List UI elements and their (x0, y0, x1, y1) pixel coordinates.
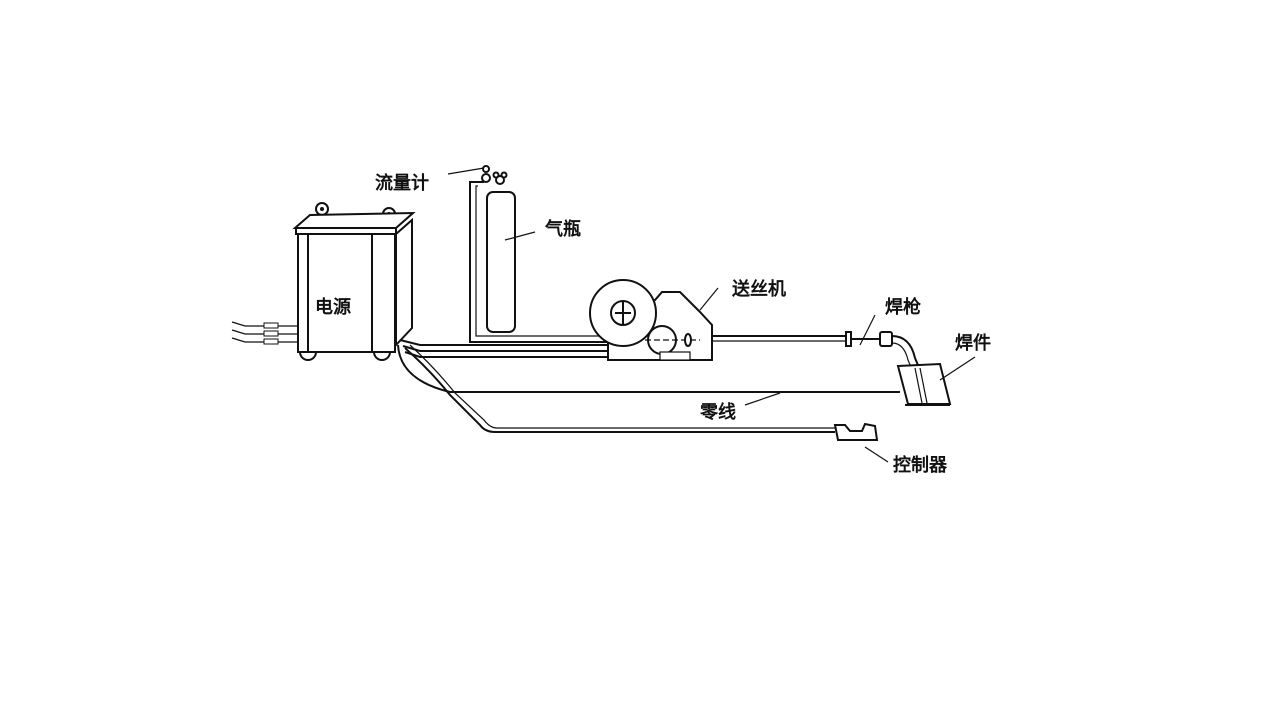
label-gas-cylinder: 气瓶 (544, 218, 581, 240)
workpiece: 焊件 (896, 332, 991, 406)
label-wire-feeder: 送丝机 (731, 278, 786, 300)
power-supply: 电源 (292, 202, 416, 361)
wire-feeder: 送丝机 (589, 278, 786, 361)
controller: 控制器 (404, 344, 948, 476)
flow-meter-dial (481, 173, 491, 183)
label-workpiece: 焊件 (955, 332, 991, 354)
welding-gun: 焊枪 (712, 296, 921, 373)
label-welding-gun: 焊枪 (885, 296, 921, 318)
label-controller: 控制器 (893, 454, 948, 476)
input-power-wires (231, 321, 298, 345)
gas-cylinder: 流量计 气瓶 (375, 165, 610, 343)
label-ground-wire: 零线 (699, 401, 736, 423)
label-flow-meter: 流量计 (375, 172, 429, 194)
label-power-supply: 电源 (315, 296, 351, 318)
